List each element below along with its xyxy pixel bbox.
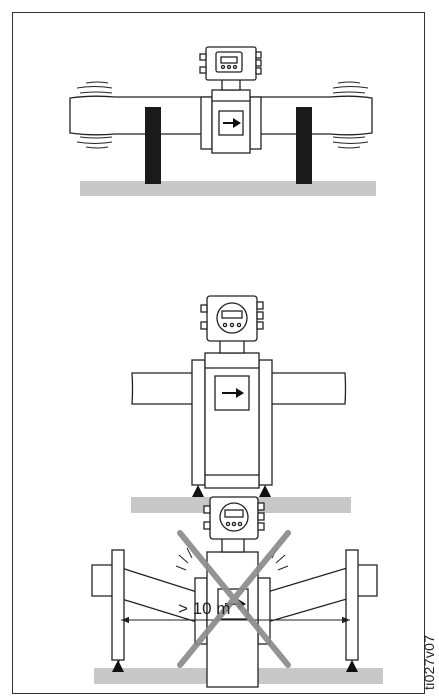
figure-code: ti027v07 [421, 634, 437, 690]
support-triangle-icon [112, 660, 358, 672]
diagram-frame [12, 12, 425, 694]
scene-supported-meter [131, 295, 351, 513]
flow-direction-arrow-icon [222, 388, 244, 398]
flange-outer-right [345, 549, 359, 661]
support-triangle-icon [192, 485, 271, 497]
flow-direction-arrow-icon [223, 118, 241, 128]
prohibited-cross-icon [177, 530, 291, 668]
clamp-left [145, 107, 161, 184]
flange-outer-left [111, 549, 125, 661]
dimension-label: > 10 m [178, 599, 231, 618]
meter-body-2 [204, 352, 260, 489]
flange-right-2 [258, 359, 273, 486]
scene-vibration-clamps [69, 46, 376, 196]
flange-left-2 [191, 359, 206, 486]
flange-left [200, 96, 213, 150]
flange-right [249, 96, 262, 150]
vibration-lines-icon [76, 81, 113, 149]
ground-1 [80, 181, 376, 196]
vibration-lines-icon [332, 81, 369, 149]
clamp-right [296, 107, 312, 184]
